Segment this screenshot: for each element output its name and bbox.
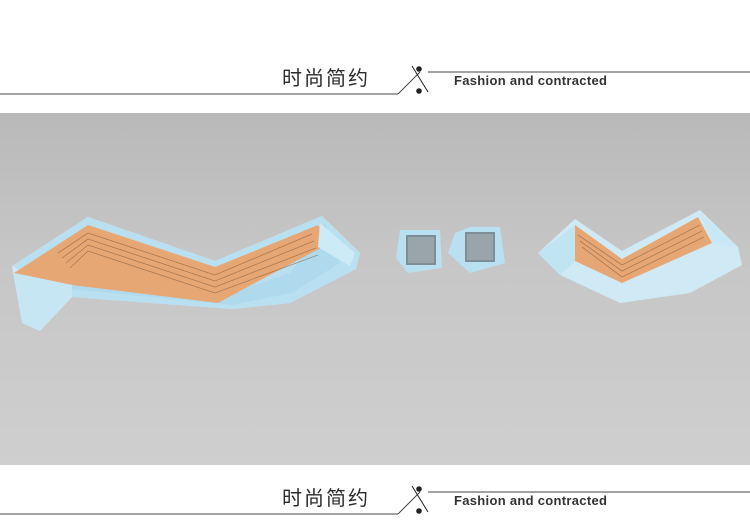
header-divider-lines: [0, 65, 750, 95]
header-title-english: Fashion and contracted: [454, 73, 608, 88]
dot-icon: [416, 66, 422, 72]
square-stool-right: [448, 227, 505, 273]
header-title-english: Fashion and contracted: [454, 493, 608, 508]
square-stool-left: [396, 230, 442, 273]
section-header-top: 时尚简约 Fashion and contracted: [0, 60, 750, 100]
header-divider-lines: [0, 485, 750, 515]
dot-icon: [416, 88, 422, 94]
dot-icon: [416, 508, 422, 514]
product-photo: [0, 113, 750, 465]
short-bench: [538, 210, 742, 303]
dot-icon: [416, 486, 422, 492]
header-title-chinese: 时尚简约: [282, 66, 370, 90]
long-bench: [12, 216, 360, 331]
section-header-bottom: 时尚简约 Fashion and contracted: [0, 480, 750, 520]
header-title-chinese: 时尚简约: [282, 486, 370, 510]
